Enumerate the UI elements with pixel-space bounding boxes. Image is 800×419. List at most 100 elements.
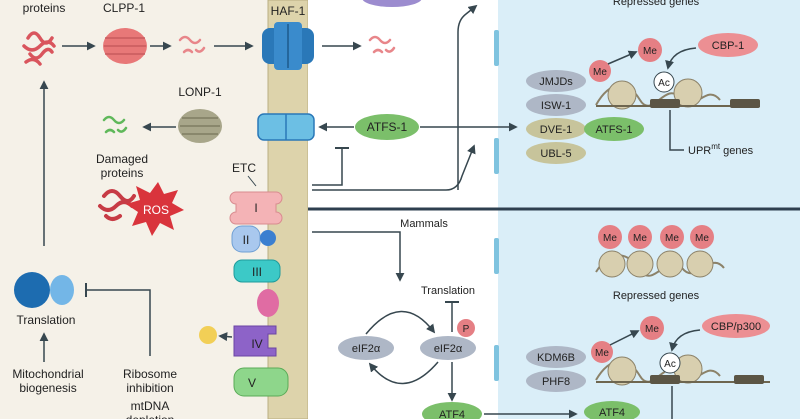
mtdna-depletion-label-line1: mtDNA	[131, 399, 170, 413]
mito-biogenesis-label-line2: biogenesis	[19, 381, 76, 395]
translation-label: Translation	[17, 313, 76, 327]
lonp1-label: LONP-1	[178, 85, 222, 99]
jmjds-label: JMJDs	[539, 76, 573, 88]
inhibition-line-atfs-import	[312, 148, 343, 186]
inhibition-line-translation	[86, 289, 151, 356]
dve1-label: DVE-1	[540, 124, 572, 136]
complex-i-label: I	[254, 201, 257, 215]
arrow-complex-iv-oxygen	[218, 332, 233, 342]
arrow-cbp300-acetylation	[669, 329, 701, 352]
complex-ii-icon: II	[231, 225, 276, 253]
top-purple-shape	[362, 0, 422, 7]
peptide-fragments-2	[368, 35, 396, 54]
mammals-label: Mammals	[400, 218, 448, 230]
me-mark-bottom-4-label: Me	[695, 233, 709, 244]
me-mark-bottom-b-label: Me	[645, 324, 659, 335]
phf8-label: PHF8	[542, 376, 570, 388]
me-mark-top-b	[638, 38, 662, 62]
me-mark-bottom-1-label: Me	[603, 233, 617, 244]
arrow-etc-to-eif2a	[312, 231, 405, 282]
nucleus-pore-4	[494, 345, 499, 381]
me-mark-bottom-4	[690, 225, 714, 249]
me-mark-bottom-3	[660, 225, 684, 249]
arrow-cbp1-acetylation	[665, 47, 697, 70]
upr-genes-suffix: genes	[720, 145, 754, 157]
phospho-mark	[457, 319, 475, 337]
cbp-p300-label: CBP/p300	[711, 321, 761, 333]
complex-iv-icon: IV	[233, 325, 277, 357]
arrow-phosphorylation-cycle	[365, 310, 436, 335]
damaged-protein-aggregate-icon	[98, 189, 136, 221]
chromatin-nucleosomes-top	[595, 78, 760, 110]
matrix-receptor-icon	[257, 113, 315, 141]
unfolded-protein-icon	[22, 31, 56, 66]
ac-mark-top	[653, 71, 675, 93]
oxygen-molecule-icon	[199, 326, 217, 344]
upr-main: UPR	[688, 145, 711, 157]
chromatin-open-bottom	[595, 354, 770, 386]
eif2a-icon	[338, 336, 394, 360]
arrow-upr-genes	[669, 110, 684, 151]
complex-iii-label: III	[252, 265, 262, 279]
chromatin-modifier-stack: JMJDs ISW-1 DVE-1 UBL-5	[526, 70, 586, 164]
atf4-cytosol-icon	[422, 402, 482, 419]
arrow-me-demethylation-bottom	[609, 330, 640, 346]
ribosome-small-subunit-icon	[50, 275, 74, 305]
me-mark-bottom-2-label: Me	[633, 233, 647, 244]
nucleus-pore-3	[494, 238, 499, 274]
clpp1-label: CLPP-1	[103, 1, 145, 15]
ribosome-inhibition-label-line1: Ribosome	[123, 367, 177, 381]
jmjds-icon	[526, 70, 586, 92]
peptide-fragments-1	[178, 35, 206, 54]
complex-v-label: V	[248, 376, 256, 390]
phospho-mark-label: P	[463, 324, 470, 335]
complex-iii-icon: III	[233, 259, 281, 283]
kdm6b-icon	[526, 346, 586, 368]
clpp1-protease-icon	[103, 28, 147, 64]
ros-label: ROS	[143, 203, 169, 217]
complex-ii-label: II	[243, 233, 250, 247]
isw1-icon	[526, 94, 586, 116]
ubl5-label: UBL-5	[540, 148, 571, 160]
atfs1-cytosol-label: ATFS-1	[367, 120, 408, 134]
atf4-cytosol-label: ATF4	[439, 409, 465, 419]
ac-mark-bottom-label: Ac	[664, 359, 676, 370]
me-mark-top-a-label: Me	[593, 67, 607, 78]
mito-biogenesis-label-line1: Mitochondrial	[12, 367, 83, 381]
arrow-dephosphorylation-cycle	[368, 361, 439, 385]
arrow-cytosol-to-top	[457, 4, 478, 190]
atfs1-nucleus-icon	[584, 117, 644, 141]
ribosome-inhibition-label-line2: inhibition	[126, 381, 173, 395]
eif2a-label: eIF2α	[352, 343, 381, 355]
translation2-label: Translation	[421, 285, 475, 297]
ac-mark-bottom	[659, 352, 681, 374]
atf4-nucleus-icon	[584, 401, 640, 419]
cytochrome-c-icon	[257, 289, 279, 317]
me-mark-bottom-3-label: Me	[665, 233, 679, 244]
chromatin-compact-bottom	[595, 250, 725, 278]
me-mark-top-b-label: Me	[643, 46, 657, 57]
me-mark-bottom-a	[591, 341, 613, 363]
eif2a-p-label: eIF2α	[434, 343, 463, 355]
damaged-label-line1: Damaged	[96, 152, 148, 166]
arrow-me-demethylation-top	[607, 50, 638, 65]
ros-burst-icon: ROS	[126, 182, 184, 236]
repressed-genes-top-label: Repressed genes	[613, 0, 700, 8]
lonp1-protease-icon	[178, 109, 222, 143]
atfs1-nucleus-label: ATFS-1	[595, 124, 632, 136]
upr-genes-label: UPRmt genes	[688, 142, 754, 157]
arrow-etc-to-nucleus	[312, 144, 476, 191]
kdm6b-label: KDM6B	[537, 352, 575, 364]
ubl5-icon	[526, 142, 586, 164]
me-mark-bottom-a-label: Me	[595, 348, 609, 359]
phf8-icon	[526, 370, 586, 392]
etc-pointer	[247, 175, 257, 187]
me-mark-top-a	[589, 60, 611, 82]
atf4-nucleus-label: ATF4	[599, 407, 625, 419]
complex-i-icon: I	[229, 191, 283, 225]
complex-v-icon: V	[233, 367, 289, 397]
haf1-transporter-icon	[262, 22, 314, 70]
nucleus-pore-1	[494, 30, 499, 66]
ribosome-large-subunit-icon	[14, 272, 50, 308]
